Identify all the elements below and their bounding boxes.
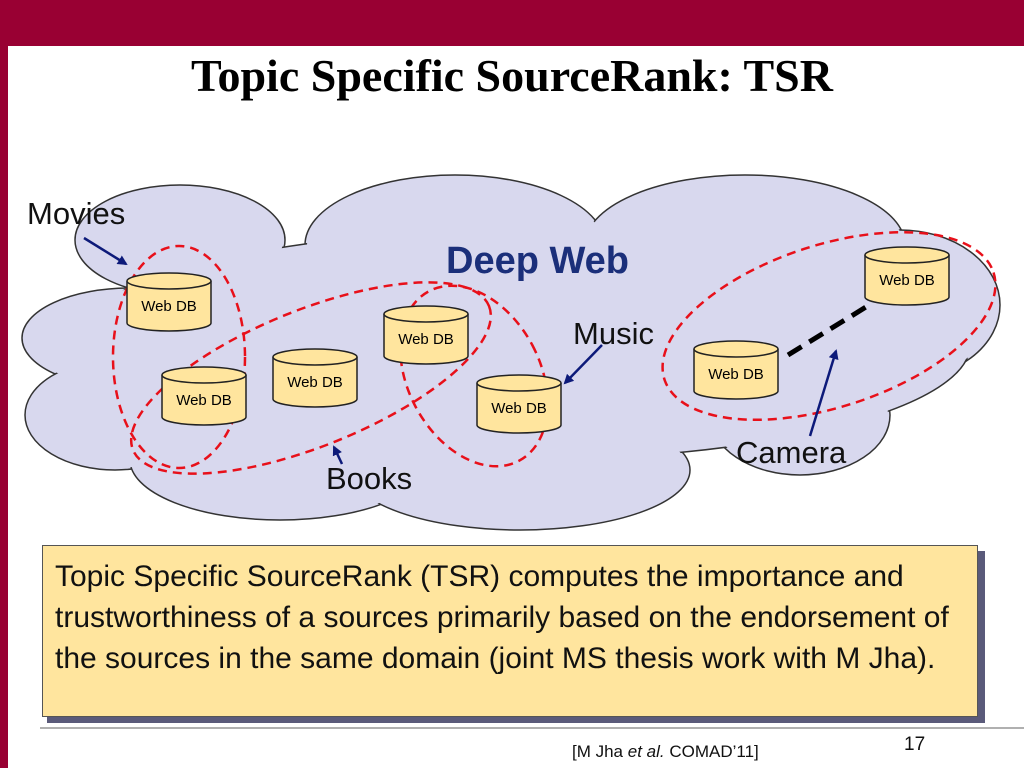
books-label: Books [326,461,413,496]
web-db-cylinder: Web DB [864,246,950,306]
web-db-label: Web DB [708,366,764,383]
books-arrow [332,445,344,465]
deep-web-cloud-fill [24,177,998,528]
music-ellipse [399,284,549,468]
movies-ellipse [111,244,247,470]
web-db-label: Web DB [879,272,935,289]
description-box: Topic Specific SourceRank (TSR) computes… [42,545,978,717]
topic-arrows [83,236,839,465]
citation: [M Jha et al. COMAD’11] [572,742,759,761]
web-db-cylinder: Web DB [476,374,562,434]
web-db-label: Web DB [287,374,343,391]
left-frame-bar [0,0,8,768]
camera-link-dashed [786,304,868,358]
web-db-cylinder: Web DB [693,340,779,400]
web-db-cylinder: Web DB [126,272,212,332]
top-frame-bar [0,0,1024,46]
music-arrow [563,344,603,385]
web-db-label: Web DB [491,400,547,417]
web-db-cylinder: Web DB [161,366,247,426]
slide-title: Topic Specific SourceRank: TSR [191,50,833,101]
web-db-label: Web DB [398,331,454,348]
web-db-label: Web DB [176,392,232,409]
web-db-label: Web DB [141,298,197,315]
music-label: Music [573,316,654,351]
deep-web-label: Deep Web [446,240,630,282]
camera-ellipse [661,230,997,422]
books-ellipse [129,281,493,475]
web-db-cylinder: Web DB [272,348,358,408]
camera-label: Camera [736,435,847,470]
movies-label: Movies [27,196,126,231]
footer-divider [40,727,1024,729]
camera-arrow [808,349,839,437]
web-db-cylinder: Web DB [383,305,469,365]
movies-arrow [83,236,128,266]
slide-number: 17 [904,734,926,755]
topic-ellipses [111,230,997,475]
